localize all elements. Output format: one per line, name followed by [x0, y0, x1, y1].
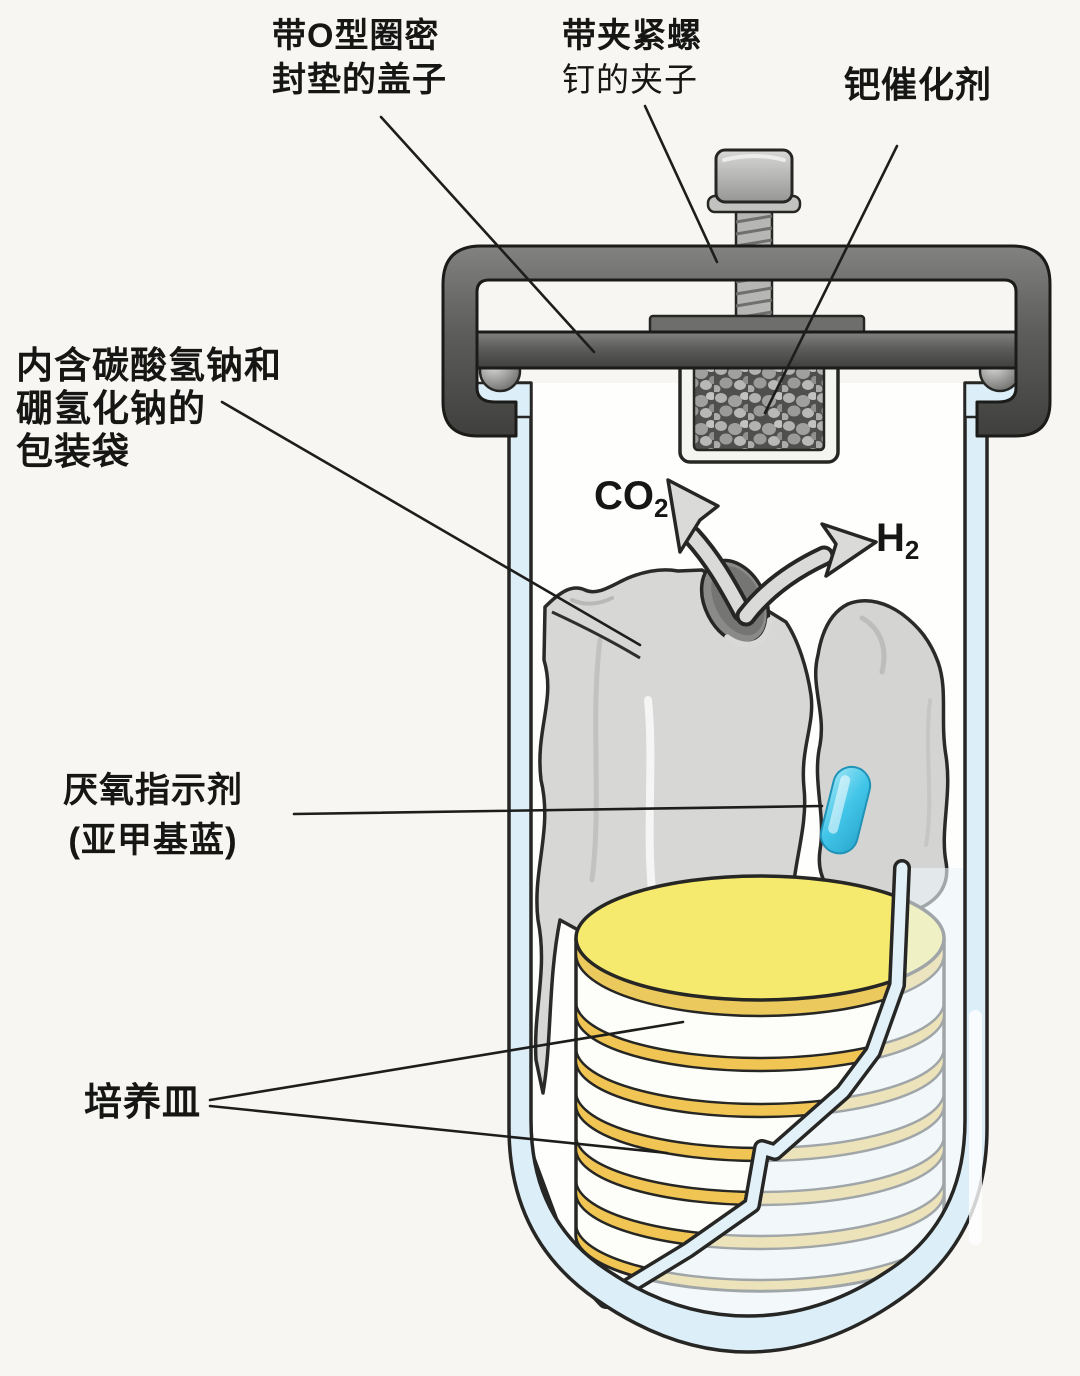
packet-back-bag [813, 599, 950, 915]
leader-packet [220, 400, 642, 647]
h2-arrow-icon [735, 522, 878, 627]
label-gas-co2: CO2 [594, 474, 668, 524]
leader-indicator [292, 804, 824, 816]
label-lid-seal: 带O型圈密 封垫的盖子 [272, 14, 447, 102]
leader-lid [379, 115, 596, 354]
leader-clamp [643, 104, 719, 264]
label-lid-seal-line1: 带O型圈密 [272, 17, 440, 55]
co2-subscript: 2 [654, 493, 669, 523]
leader-lines [208, 104, 899, 1155]
leader-dishes-lower [208, 1104, 669, 1155]
clamp-frame [441, 244, 1052, 438]
label-packet-line1: 内含碳酸氢钠和 [16, 345, 282, 386]
co2-symbol: CO [594, 474, 654, 518]
label-catalyst: 钯催化剂 [844, 64, 993, 105]
label-lid-seal-line2: 封垫的盖子 [272, 61, 447, 99]
indicator-capsule [819, 765, 872, 855]
label-petri-dishes: 培养皿 [84, 1082, 202, 1124]
label-indicator-line1: 厌氧指示剂 [62, 771, 243, 810]
label-clamp: 带夹紧螺 钉的夹子 [562, 14, 702, 102]
label-packet: 内含碳酸氢钠和 硼氢化钠的 包装袋 [16, 344, 282, 473]
glass-frost-overlay [524, 868, 965, 1316]
catalyst-chamber [678, 354, 840, 464]
label-packet-line2: 硼氢化钠的 [16, 388, 206, 429]
label-packet-line3: 包装袋 [16, 431, 130, 472]
label-indicator-line2: (亚甲基蓝) [68, 821, 238, 860]
glass-reflection [969, 1010, 982, 1245]
jar-lid [468, 330, 1025, 370]
label-clamp-line1: 带夹紧螺 [562, 17, 702, 55]
leader-dishes-upper [208, 1020, 685, 1102]
h2-symbol: H [876, 516, 905, 560]
h2-subscript: 2 [904, 535, 920, 565]
label-indicator: 厌氧指示剂 (亚甲基蓝) [58, 766, 248, 866]
co2-arrow-icon [666, 478, 753, 623]
leader-catalyst [763, 144, 899, 415]
label-clamp-line2: 钉的夹子 [562, 61, 698, 98]
label-gas-h2: H2 [876, 516, 919, 566]
